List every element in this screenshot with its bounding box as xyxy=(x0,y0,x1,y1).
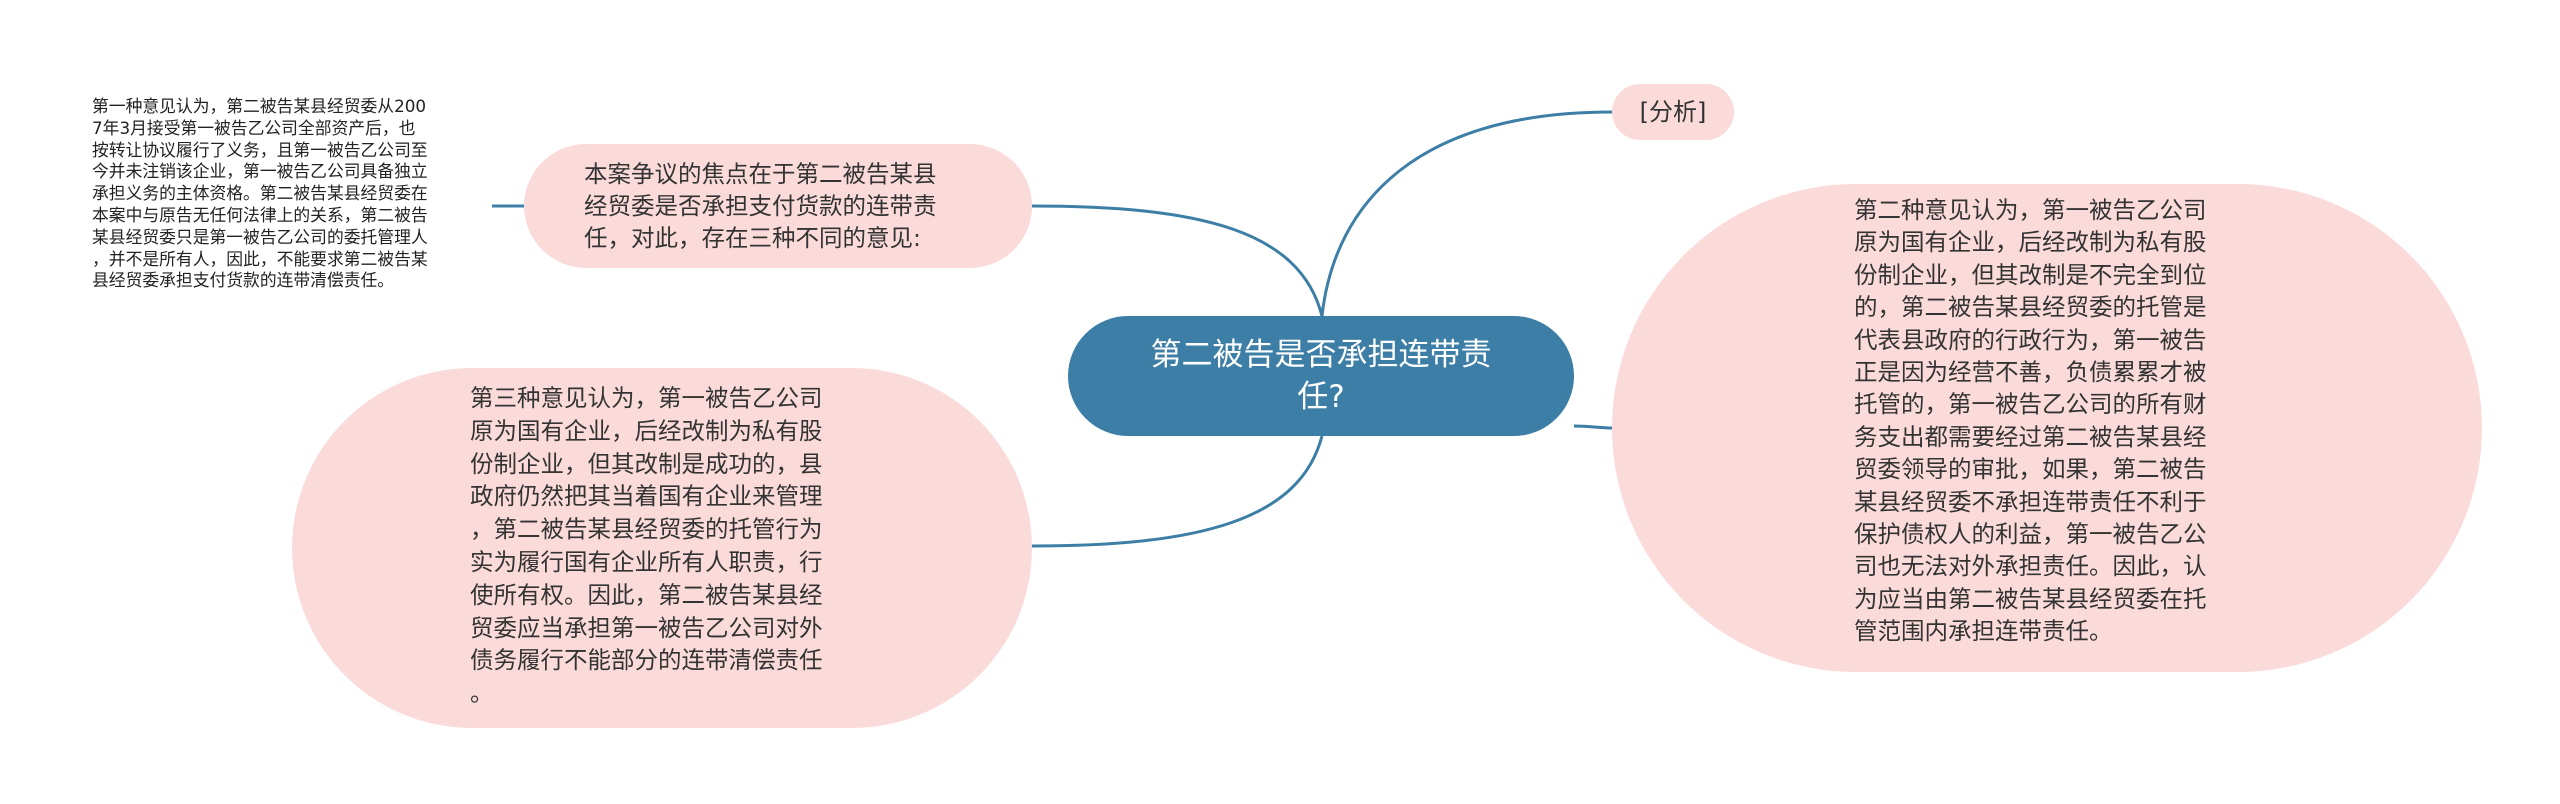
link-central-to-opinion3 xyxy=(1031,435,1324,548)
opinion-3-text: 第三种意见认为，第一被告乙公司 原为国有企业，后经改制为私有股 份制企业，但其改… xyxy=(470,384,823,708)
central-topic-text: 第二被告是否承担连带责 任? xyxy=(1150,337,1492,415)
analysis-node-text: [分析] xyxy=(1639,98,1707,126)
opinion-3-node[interactable]: 第三种意见认为，第一被告乙公司 原为国有企业，后经改制为私有股 份制企业，但其改… xyxy=(292,368,1032,728)
link-central-to-analysis xyxy=(1320,110,1613,317)
opinion-1-node[interactable]: 第一种意见认为，第二被告某县经贸委从200 7年3月接受第一被告乙公司全部资产后… xyxy=(92,96,492,292)
focus-node[interactable]: 本案争议的焦点在于第二被告某县 经贸委是否承担支付货款的连带责 任，对此，存在三… xyxy=(524,144,1032,268)
analysis-node[interactable]: [分析] xyxy=(1612,84,1734,140)
link-central-to-opinion2 xyxy=(1573,424,1613,430)
opinion-2-node[interactable]: 第二种意见认为，第一被告乙公司 原为国有企业，后经改制为私有股 份制企业，但其改… xyxy=(1612,184,2482,672)
opinion-2-text: 第二种意见认为，第一被告乙公司 原为国有企业，后经改制为私有股 份制企业，但其改… xyxy=(1854,196,2207,646)
link-central-to-focus xyxy=(1031,204,1324,317)
focus-node-text: 本案争议的焦点在于第二被告某县 经贸委是否承担支付货款的连带责 任，对此，存在三… xyxy=(584,160,937,252)
opinion-1-text: 第一种意见认为，第二被告某县经贸委从200 7年3月接受第一被告乙公司全部资产后… xyxy=(92,96,428,291)
central-topic[interactable]: 第二被告是否承担连带责 任? xyxy=(1068,316,1574,436)
